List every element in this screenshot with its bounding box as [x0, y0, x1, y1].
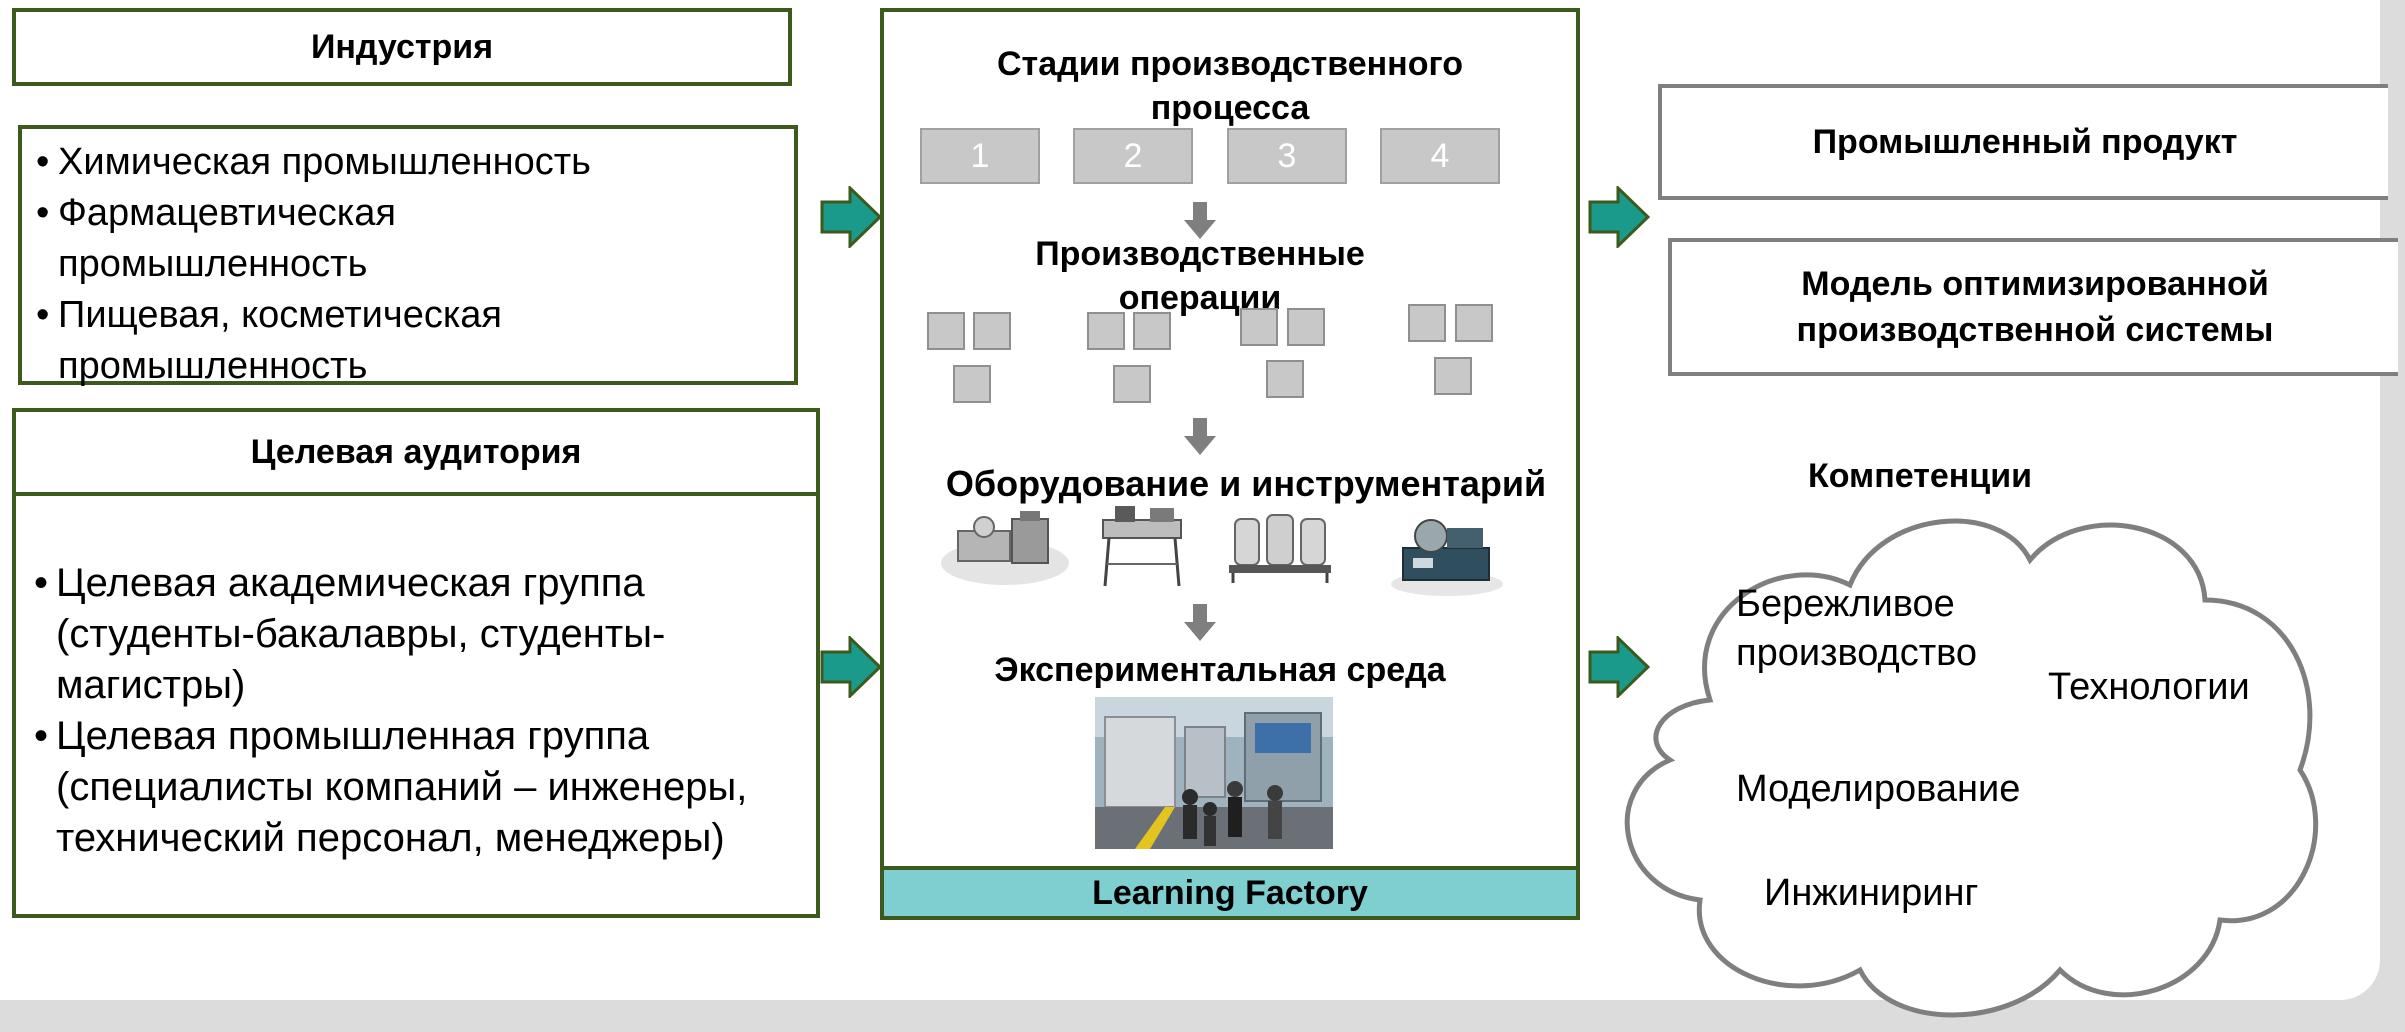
arrow-right-icon	[1588, 186, 1650, 248]
industry-item: Фармацевтическая промышленность	[36, 188, 780, 290]
stages-title: Стадии производственного процесса	[997, 45, 1463, 127]
audience-title: Целевая аудитория	[16, 412, 816, 496]
industry-title-text: Индустрия	[310, 27, 494, 66]
arrow-down-icon	[1184, 418, 1216, 455]
arrow-right-icon	[820, 186, 882, 248]
operation-box	[953, 365, 991, 403]
stage-box: 3	[1227, 128, 1347, 184]
operation-box	[1087, 312, 1125, 350]
arrow-right-icon	[1588, 636, 1650, 698]
arrow-down-icon	[1184, 604, 1216, 641]
operation-box	[927, 312, 965, 350]
stage-box: 2	[1073, 128, 1193, 184]
competency-item: Инжиниринг	[1764, 872, 1979, 914]
equipment-title: Оборудование и инструментарий	[945, 463, 1547, 504]
stage-box: 4	[1380, 128, 1500, 184]
environment-title: Экспериментальная среда	[994, 651, 1446, 689]
operation-box	[1113, 365, 1151, 403]
industry-list: Химическая промышленность Фармацевтическ…	[18, 125, 798, 387]
equipment-image	[941, 511, 1069, 585]
arrow-right-icon	[820, 636, 882, 698]
industry-title: Индустрия	[12, 8, 792, 86]
equipment-image	[1102, 506, 1182, 587]
stage-box: 1	[920, 128, 1040, 184]
equipment-image	[1391, 519, 1503, 596]
competency-item: Бережливое производство	[1736, 583, 1978, 675]
industry-item: Химическая промышленность	[36, 137, 780, 188]
environment-photo	[1095, 697, 1333, 849]
operation-box	[1408, 304, 1446, 342]
cloud-shape	[1624, 518, 2319, 1018]
learning-factory-label: Learning Factory	[880, 866, 1580, 920]
operations-title: Производственные операции	[1035, 235, 1365, 317]
operation-box	[1133, 312, 1171, 350]
operation-box	[1266, 360, 1304, 398]
competency-item: Технологии	[2048, 666, 2250, 708]
competencies-title: Компетенции	[1807, 457, 2033, 495]
arrow-down-icon	[1184, 202, 1216, 239]
audience-panel: Целевая аудитория Целевая академическая …	[12, 408, 820, 918]
competency-item: Моделирование	[1736, 768, 2021, 810]
operation-box	[1240, 308, 1278, 346]
product-box: Промышленный продукт	[1658, 84, 2388, 200]
equipment-image	[1229, 514, 1331, 583]
audience-item: Целевая промышленная группа (специалисты…	[34, 711, 794, 864]
industry-item: Пищевая, косметическая промышленность	[36, 290, 780, 392]
model-box: Модель оптимизированной производственной…	[1668, 238, 2398, 376]
audience-item: Целевая академическая группа (студенты-б…	[34, 558, 794, 711]
operation-box	[973, 312, 1011, 350]
operation-box	[1287, 308, 1325, 346]
operation-box	[1455, 304, 1493, 342]
operation-box	[1434, 357, 1472, 395]
